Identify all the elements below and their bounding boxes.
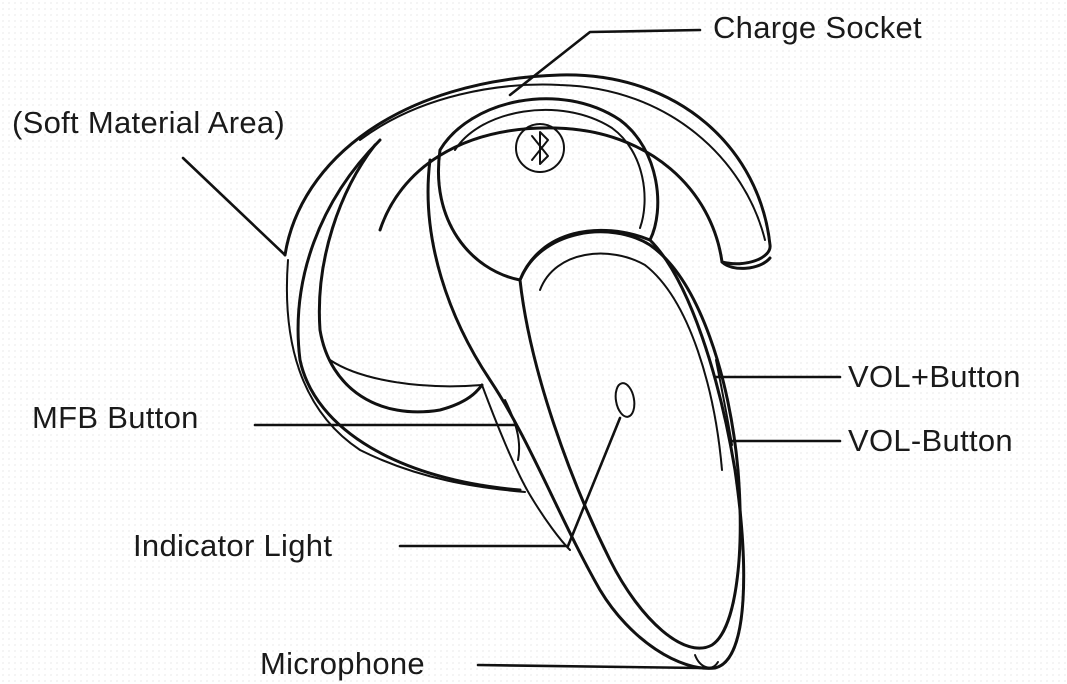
soft-loop-outer [298, 140, 520, 490]
label-soft-material-area: (Soft Material Area) [12, 107, 285, 138]
bluetooth-rune [532, 132, 548, 164]
soft-loop-rim [330, 360, 482, 386]
lower-wedge [482, 385, 570, 550]
top-housing [438, 99, 657, 280]
label-indicator-light: Indicator Light [133, 530, 332, 561]
label-charge-socket: Charge Socket [713, 12, 922, 43]
label-vol-minus-button: VOL-Button [848, 425, 1013, 456]
soft-material-loop [287, 140, 525, 492]
soft-loop-edge [287, 260, 525, 492]
label-vol-plus-button: VOL+Button [848, 361, 1021, 392]
microphone-port [695, 655, 718, 668]
ear-hook-inner [360, 85, 765, 240]
leader-indicator-light [400, 418, 620, 546]
indicator-light-window [613, 382, 637, 419]
leader-soft-material-area [183, 158, 285, 255]
main-body-outer [428, 160, 744, 668]
label-mfb-button: MFB Button [32, 402, 199, 433]
leader-microphone [478, 665, 700, 668]
main-body [428, 160, 744, 668]
main-body-face [520, 232, 740, 648]
main-body-face-inner [540, 254, 722, 470]
label-microphone: Microphone [260, 648, 425, 679]
